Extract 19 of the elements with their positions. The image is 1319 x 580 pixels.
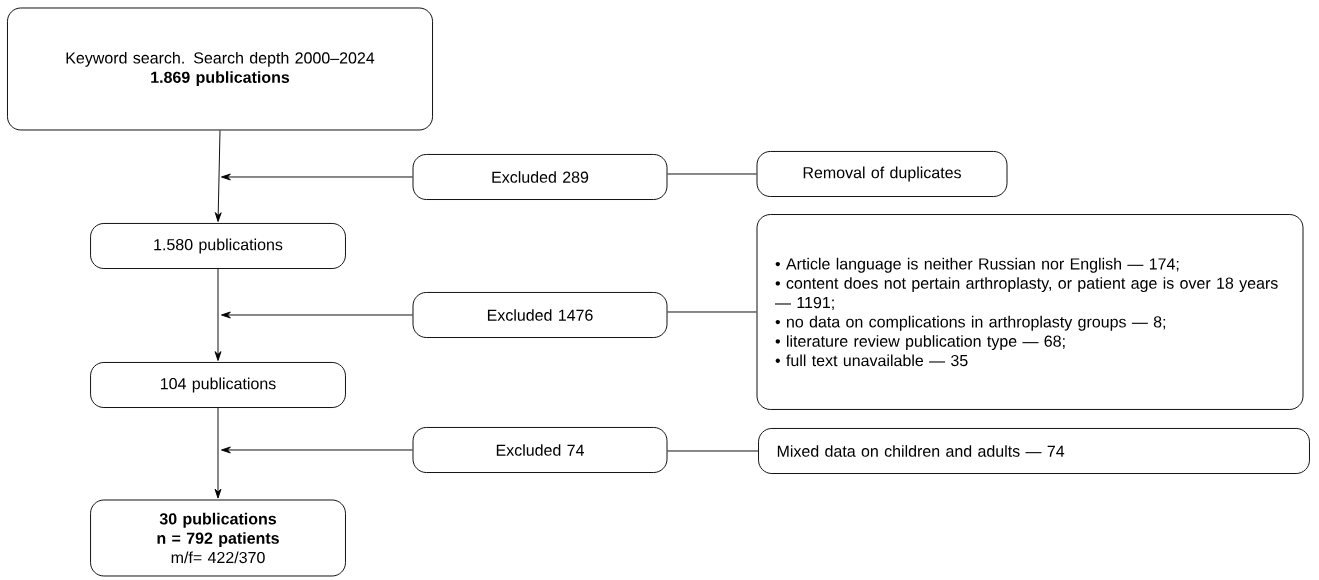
count-box: 104 publications (90, 362, 346, 408)
reason-box: Removal of duplicates (756, 151, 1008, 197)
exclusion-box: Excluded 1476 (412, 292, 668, 338)
arrow (221, 446, 413, 454)
connector-line (667, 450, 759, 452)
exclusion-box: Excluded 74 (412, 427, 668, 473)
arrow (214, 268, 222, 361)
arrow (214, 130, 222, 222)
result-box: 30 publications n = 792 patients m/f= 422/370 (90, 499, 346, 577)
reason-box: • Article language is neither Russian nor English — 174; • content does not pertain arthroplasty, or patient age is over 18 years — 1191; • no data on complications in arthroplasty groups — 8; • literature review publication type — 68; • full text unavailable — 35 (756, 214, 1304, 410)
search-box: Keyword search. Search depth 2000–2024 1.869 publications (7, 7, 433, 131)
reason-box: Mixed data on children and adults — 74 (758, 428, 1310, 474)
count-box: 1.580 publications (90, 223, 346, 269)
connector-line (667, 311, 757, 313)
arrow (221, 173, 413, 181)
connector-line (667, 173, 757, 175)
arrow (221, 311, 413, 319)
arrow (214, 407, 222, 499)
exclusion-box: Excluded 289 (412, 154, 668, 200)
